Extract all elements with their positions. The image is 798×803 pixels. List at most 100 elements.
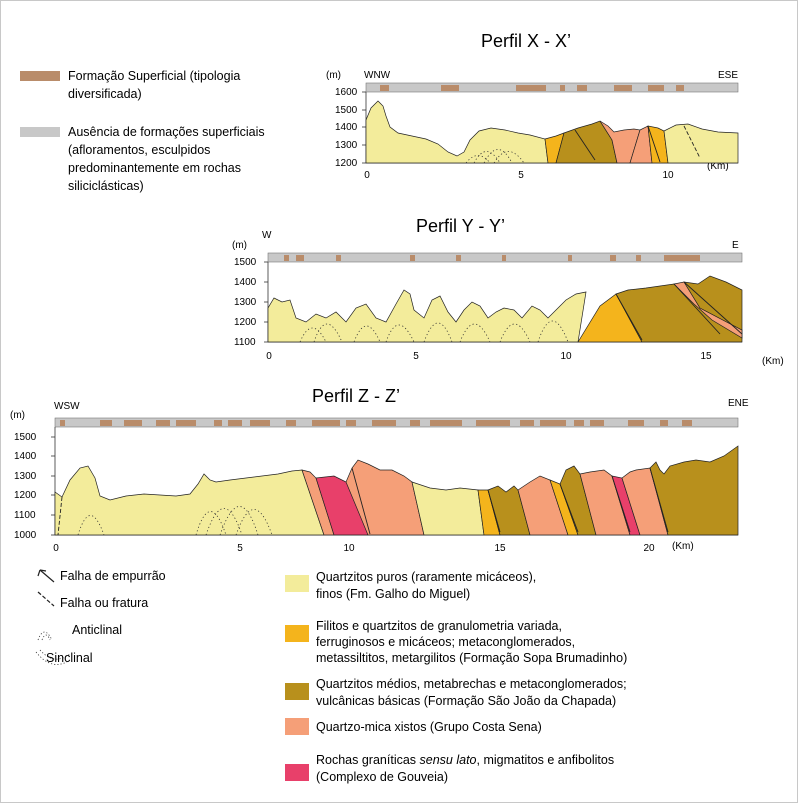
profile-y-right-direction: E bbox=[732, 240, 739, 251]
profile-z-ytick-1400: 1400 bbox=[14, 451, 37, 462]
legend-swatch-granitos bbox=[285, 764, 309, 781]
profile-x-right-direction: ESE bbox=[718, 70, 738, 81]
profile-z-ytick-1200: 1200 bbox=[14, 490, 37, 501]
unit-legend: Quartzitos puros (raramente micáceos), f… bbox=[285, 570, 627, 784]
legend-sinclinal: Sinclinal bbox=[46, 651, 93, 665]
profile-y-ytick-1300: 1300 bbox=[234, 297, 257, 308]
profile-y-xtick-0: 0 bbox=[266, 351, 272, 362]
legend-granitos-line2: (Complexo de Gouveia) bbox=[316, 770, 448, 784]
profile-x-unit-km: (Km) bbox=[707, 161, 729, 172]
profile-y-xtick-10: 10 bbox=[560, 351, 572, 362]
profile-y-xtick-5: 5 bbox=[413, 351, 419, 362]
legend-ausencia-line3: predominantemente em rochas bbox=[68, 161, 241, 175]
legend-quartzitos-medios-line1: Quartzitos médios, metabrechas e metacon… bbox=[316, 677, 627, 691]
profile-y-unit-quartzitos-puros bbox=[267, 289, 587, 343]
profile-z-fault-lines bbox=[57, 467, 669, 536]
legend-ausencia-line2: (afloramentos, esculpidos bbox=[68, 143, 210, 157]
profile-x-unit-m: (m) bbox=[326, 70, 341, 81]
profile-z-unit-m: (m) bbox=[10, 410, 25, 421]
legend-filitos-line1: Filitos e quartzitos de granulometria va… bbox=[316, 619, 562, 633]
profile-y-surface-segments bbox=[284, 255, 700, 261]
profile-z-unit-quartzitos-medios-c bbox=[649, 445, 739, 536]
profile-y-ytick-1400: 1400 bbox=[234, 277, 257, 288]
profile-x-unit-xistos-a bbox=[599, 120, 641, 164]
legend-filitos-line2: ferruginosos e micáceos; metaconglomerad… bbox=[316, 635, 575, 649]
profile-y: Perfil Y - Y’ (m) W E 1500 1400 1300 120… bbox=[232, 216, 784, 367]
legend-swatch-quartzitos-medios bbox=[285, 683, 309, 700]
legend-superficial-line2: diversificada) bbox=[68, 87, 142, 101]
profile-z-unit-km: (Km) bbox=[672, 541, 694, 552]
profile-y-syncline-dots bbox=[299, 320, 569, 343]
profile-y-unit-m: (m) bbox=[232, 240, 247, 251]
profile-x-units bbox=[365, 100, 739, 164]
profile-x-ytick-1300: 1300 bbox=[335, 140, 358, 151]
profile-z-ytick-1100: 1100 bbox=[14, 510, 36, 521]
profile-z-syncline-dots bbox=[77, 506, 273, 536]
profile-z-xtick-5: 5 bbox=[237, 543, 243, 554]
anticline-icon bbox=[37, 631, 53, 641]
profile-x-xtick-10: 10 bbox=[662, 170, 674, 181]
profile-z-ytick-1300: 1300 bbox=[14, 471, 37, 482]
profile-x-unit-quartzitos-puros bbox=[365, 100, 549, 164]
profile-x-unit-quartzitos-puros-east bbox=[663, 123, 739, 164]
legend-ausencia-line1: Ausência de formações superficiais bbox=[68, 125, 265, 139]
profile-x-xtick-0: 0 bbox=[364, 170, 370, 181]
profile-y-unit-quartzitos-medios-east bbox=[683, 275, 743, 331]
profile-x-surface-bar bbox=[365, 82, 739, 93]
legend-falha-empurrao: Falha de empurrão bbox=[60, 569, 166, 583]
profile-y-ytick-1500: 1500 bbox=[234, 257, 257, 268]
profile-y-ytick-1200: 1200 bbox=[234, 317, 257, 328]
profile-y-title: Perfil Y - Y’ bbox=[416, 216, 505, 236]
profile-x-syncline-dots bbox=[465, 149, 525, 164]
profile-z-xtick-20: 20 bbox=[643, 543, 655, 554]
profile-z-xtick-10: 10 bbox=[343, 543, 355, 554]
legend-swatch-quartzitos-puros bbox=[285, 575, 309, 592]
syncline-icon bbox=[35, 649, 71, 665]
profile-y-xtick-15: 15 bbox=[700, 351, 712, 362]
profile-z-unit-quartzitos-puros-b bbox=[411, 481, 485, 536]
legend-quartzitos-medios-line2: vulcânicas básicas (Formação São João da… bbox=[316, 694, 616, 708]
profile-z: Perfil Z - Z’ (m) WSW ENE 1500 1400 130 bbox=[10, 386, 749, 554]
profile-z-ytick-1500: 1500 bbox=[14, 432, 37, 443]
legend-xistos: Quartzo-mica xistos (Grupo Costa Sena) bbox=[316, 720, 542, 734]
profile-z-surface-segments bbox=[60, 420, 692, 426]
profile-x-surface-segments bbox=[380, 85, 684, 91]
profile-x: Perfil X - X’ (m) WNW ESE 1600 1500 1400… bbox=[326, 31, 739, 181]
profile-x-title: Perfil X - X’ bbox=[481, 31, 571, 51]
legend-granitos-line1: Rochas graníticas sensu lato, migmatitos… bbox=[316, 753, 614, 767]
legend-falha-fratura: Falha ou fratura bbox=[60, 596, 148, 610]
profile-y-ytick-1100: 1100 bbox=[234, 337, 256, 348]
legend-quartzitos-puros-line2: finos (Fm. Galho do Miguel) bbox=[316, 587, 470, 601]
profile-y-units bbox=[267, 275, 743, 343]
profile-z-left-direction: WSW bbox=[54, 401, 80, 412]
profile-z-ytick-1000: 1000 bbox=[14, 530, 37, 541]
fault-fracture-icon bbox=[37, 591, 55, 607]
profile-z-xtick-15: 15 bbox=[494, 543, 506, 554]
profile-z-title: Perfil Z - Z’ bbox=[312, 386, 400, 406]
profile-x-ytick-1200: 1200 bbox=[335, 158, 358, 169]
legend-anticlinal: Anticlinal bbox=[72, 623, 122, 637]
profile-z-right-direction: ENE bbox=[728, 398, 749, 409]
profile-x-ytick-1600: 1600 bbox=[335, 87, 358, 98]
profile-z-unit-quartzitos-puros bbox=[54, 465, 325, 536]
legend-swatch-ausencia bbox=[20, 127, 60, 137]
legend-swatch-filitos bbox=[285, 625, 309, 642]
profile-z-xtick-0: 0 bbox=[53, 543, 59, 554]
legend-ausencia-line4: siliciclásticas) bbox=[68, 179, 144, 193]
legend-swatch-formacao-superficial bbox=[20, 71, 60, 81]
profile-y-unit-km: (Km) bbox=[762, 356, 784, 367]
profile-z-unit-quartzitos-medios-a bbox=[487, 485, 531, 536]
profile-x-fault-lines bbox=[574, 125, 701, 163]
profile-x-xtick-5: 5 bbox=[518, 170, 524, 181]
profile-x-ytick-1400: 1400 bbox=[335, 122, 358, 133]
legend-swatch-xistos bbox=[285, 718, 309, 735]
profile-z-surface-bar bbox=[54, 417, 739, 428]
profile-z-units bbox=[54, 445, 739, 536]
profile-y-left-direction: W bbox=[262, 230, 272, 241]
thrust-fault-icon bbox=[37, 569, 55, 583]
legend-filitos-line3: metassiltitos, metargilitos (Formação So… bbox=[316, 651, 627, 665]
profile-x-left-direction: WNW bbox=[364, 70, 391, 81]
surface-legend: Formação Superficial (tipologia diversif… bbox=[20, 69, 265, 193]
legend-superficial-line1: Formação Superficial (tipologia bbox=[68, 69, 240, 83]
